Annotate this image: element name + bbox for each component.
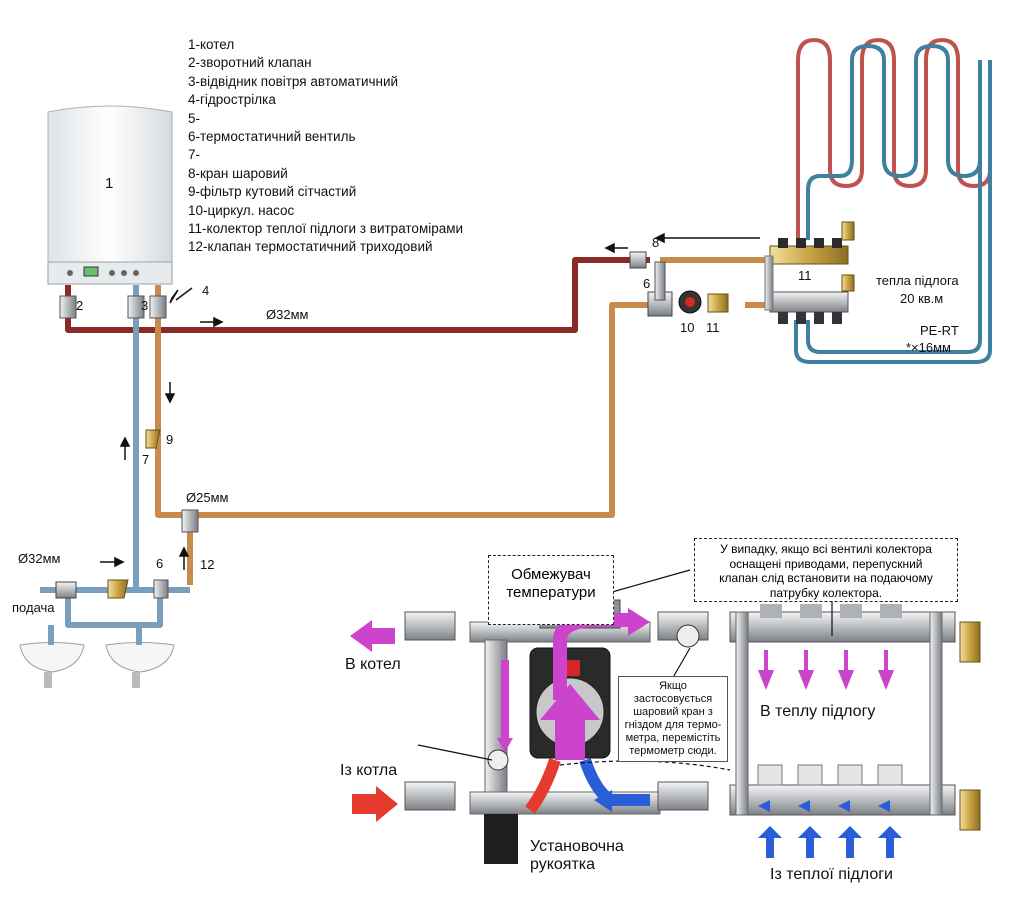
flow-arrows-bottom [350,608,902,858]
pipe-type-label: PE-RT [920,323,959,338]
note-line-4: патрубку колектора. [769,585,883,600]
callout-line-3: гніздом для термо- [624,719,722,731]
label-3: 3 [141,298,149,313]
valve-12 [181,509,199,533]
label-6-bottom: 6 [156,556,164,571]
to-boiler-label: В котел [345,656,401,673]
ball-valve-8 [629,251,647,269]
legend-item: 12-клапан термостатичний триходовий [188,239,433,255]
legend: 1-котел 2-зворотний клапан 3-відвідник п… [188,36,463,257]
legend-item: 2-зворотний клапан [188,55,312,71]
check-valve-2 [59,295,77,319]
supply-filter [107,579,129,599]
legend-item: 8-кран шаровий [188,165,288,181]
legend-item: 1-котел [188,37,235,52]
from-floor-label: Із теплої підлоги [770,866,893,883]
label-9: 9 [166,432,174,447]
callout-line-5: термометр сюди. [629,745,717,757]
callout-line-2: шаровий кран з [633,706,713,718]
callout-line-1: Якщо застосовується [633,680,713,705]
to-floor-label: В теплу підлогу [760,703,876,720]
pipe-type-size: *×16мм [906,340,951,355]
label-11-filter: 11 [706,320,720,335]
filter-9 [145,429,161,449]
bypass-note: У випадку, якщо всі вентилі колектора ос… [694,538,958,602]
limiter-line-2: температури [506,584,596,601]
handle-label: Установочна рукоятка [530,838,624,874]
sinks [19,625,175,688]
legend-item: 3-відвідник повітря автоматичний [188,73,399,89]
filter-11 [707,293,729,313]
diameter-return: Ø25мм [186,490,229,505]
limiter-box: Обмежувач температури [488,555,614,625]
legend-item: 9-фільтр кутовий сітчастий [188,184,357,200]
note-line-3: клапан слід встановити на подаючому [719,571,933,585]
hydro-arrow-4 [149,295,167,319]
label-4: 4 [202,283,210,298]
legend-item: 7- [188,147,201,163]
legend-item: 10-циркул. насос [188,202,295,218]
valve-6-top [654,261,666,301]
note-line-1: У випадку, якщо всі вентилі колектора [720,542,932,556]
callout-line-4: метра, перемістіть [625,732,721,744]
label-6-top: 6 [643,276,651,291]
air-vent-3 [127,295,145,319]
label-2: 2 [76,298,84,313]
handle-line-2: рукоятка [530,856,596,873]
floor-area-value: 20 кв.м [900,291,944,306]
diameter-main: Ø32мм [266,307,309,322]
legend-item: 11-колектор теплої підлоги з витратоміра… [188,221,464,237]
boiler-number: 1 [105,175,114,192]
valve-6-bottom [153,579,169,599]
supply-valve [55,581,77,599]
thermometer-callout: Якщо застосовується шаровий кран з гнізд… [618,676,728,762]
label-10: 10 [680,320,695,335]
boiler [47,105,173,285]
handle-line-1: Установочна [530,838,624,855]
legend-item: 4-гідрострілка [188,92,276,108]
note-line-2: оснащені приводами, перепускний [729,556,923,571]
supply-label: подача [12,600,55,615]
flow-arrows-top [100,232,760,570]
cold-pipes [40,285,190,628]
floor-heating-loops [794,37,992,364]
collector-top [764,221,855,324]
label-8: 8 [652,235,660,250]
limiter-line-1: Обмежувач [511,566,591,583]
label-11-collector: 11 [798,268,812,283]
legend-item: 5- [188,110,201,126]
label-7: 7 [142,452,150,467]
label-12: 12 [200,557,215,572]
floor-area-label: тепла підлога [876,273,959,288]
legend-item: 6-термостатичний вентиль [188,129,356,145]
from-boiler-label: Із котла [340,762,398,779]
diameter-supply: Ø32мм [18,551,61,566]
return-pipes [155,257,770,585]
